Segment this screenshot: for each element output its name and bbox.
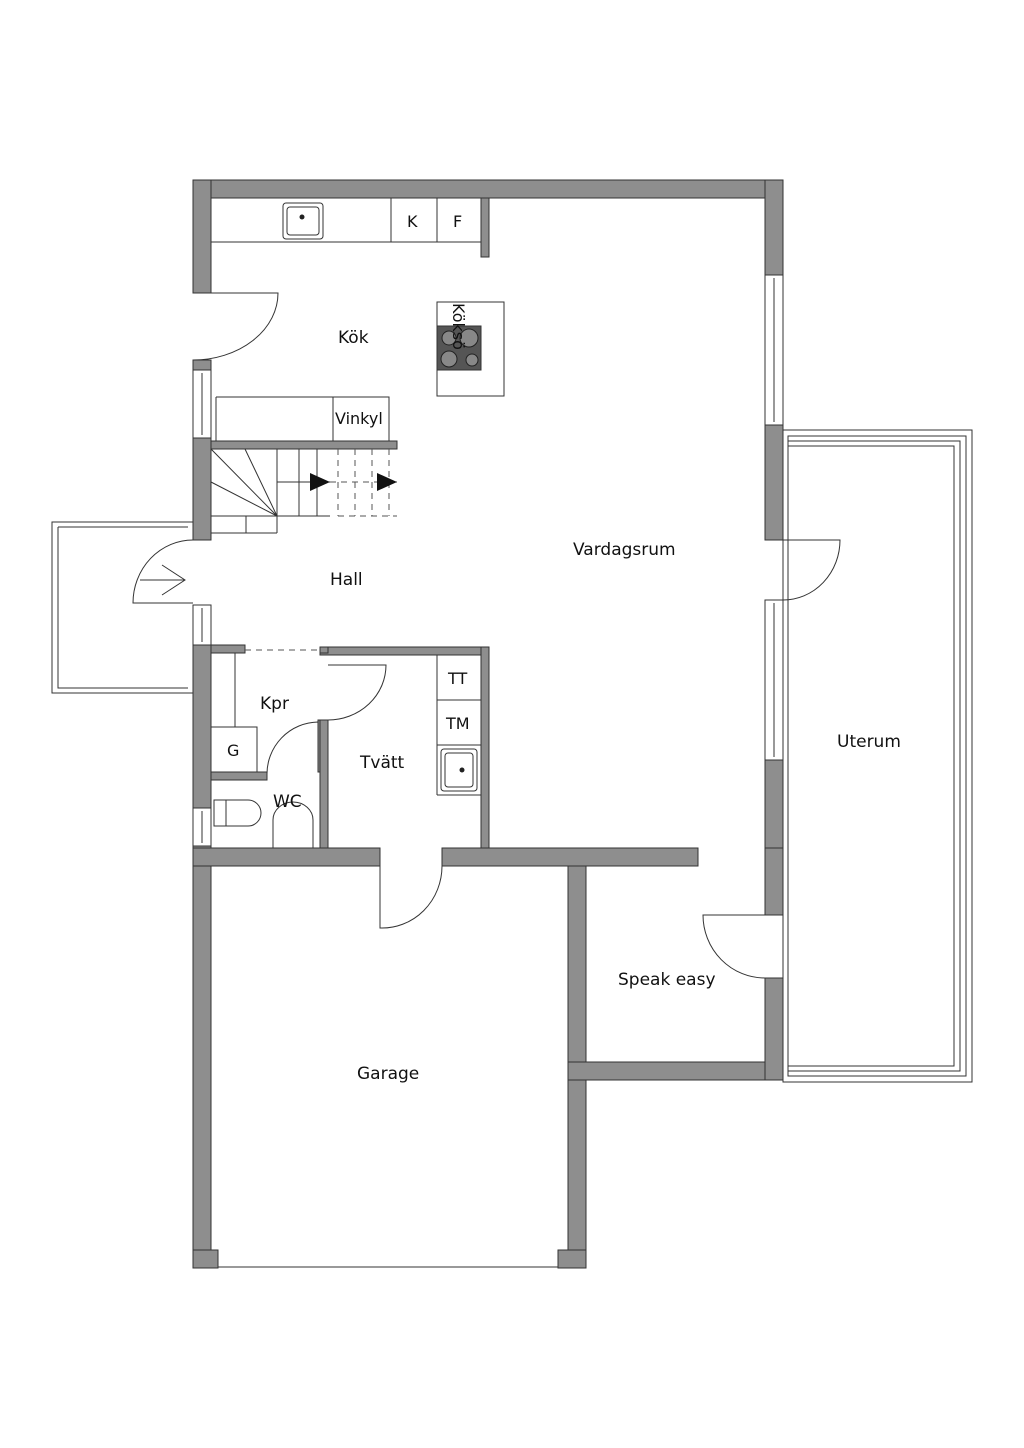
staircase	[210, 448, 397, 534]
label-freezer: F	[453, 212, 462, 231]
label-wine-cooler: Vinkyl	[335, 409, 383, 428]
label-kitchen: Kök	[338, 328, 369, 348]
label-closet: Kpr	[260, 694, 289, 714]
walls	[192, 179, 784, 1269]
label-garage: Garage	[357, 1064, 419, 1084]
label-speak-easy: Speak easy	[618, 970, 716, 990]
label-hall: Hall	[330, 570, 363, 590]
label-laundry: Tvätt	[359, 753, 405, 773]
label-fridge: K	[407, 212, 418, 231]
label-stove: Köksö	[449, 303, 468, 350]
label-wc: WC	[273, 792, 302, 812]
label-g: G	[227, 741, 239, 760]
doors	[132, 292, 841, 979]
label-washer: TM	[445, 714, 470, 733]
label-living-room: Vardagsrum	[573, 540, 676, 560]
label-dryer: TT	[447, 669, 467, 688]
entry-porch	[51, 521, 193, 694]
kitchen-counters	[211, 198, 505, 441]
room-labels: Kök Vardagsrum Hall Kpr Tvätt WC Garage …	[227, 212, 901, 1084]
utility-fixtures	[211, 649, 481, 848]
label-sunroom: Uterum	[837, 732, 901, 752]
sunroom-frame	[782, 429, 973, 1083]
